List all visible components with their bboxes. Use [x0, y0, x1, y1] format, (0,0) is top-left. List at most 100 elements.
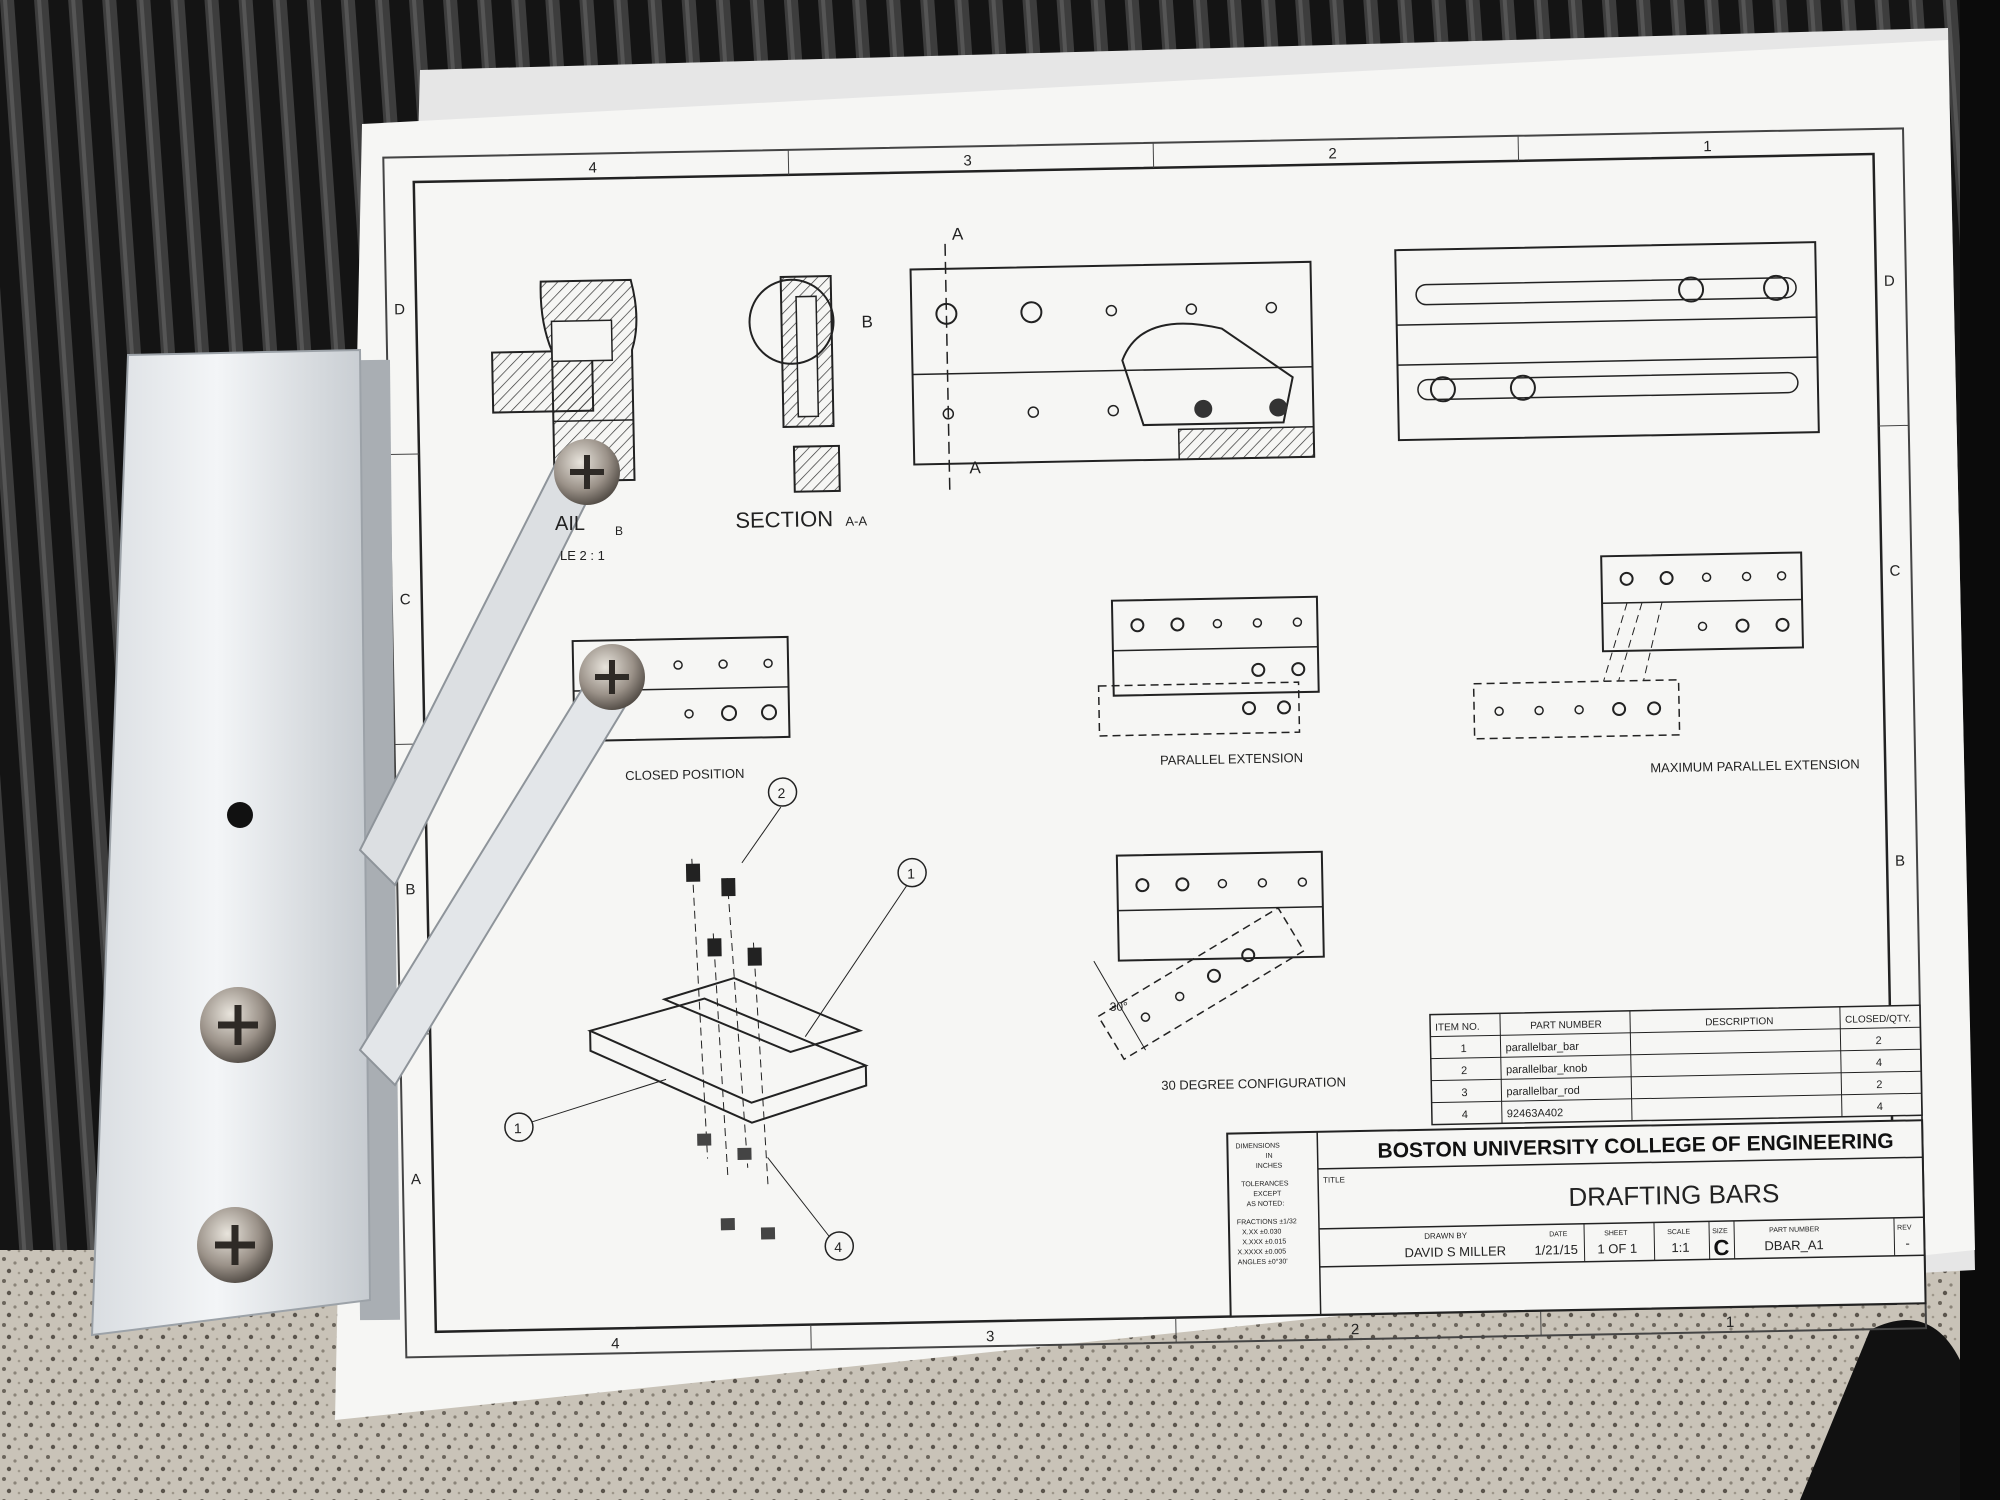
tb-dims-10: ANGLES ±0°30': [1238, 1257, 1288, 1266]
tb-title: DRAFTING BARS: [1568, 1178, 1779, 1212]
tb-scale: 1:1: [1671, 1240, 1689, 1255]
detail-b-view: [491, 278, 638, 483]
parallel-extension-view: PARALLEL EXTENSION: [1097, 595, 1320, 768]
bom-row-part: parallelbar_knob: [1506, 1063, 1588, 1077]
fixture-base-plate: [90, 348, 372, 1337]
balloon-1b: [504, 1112, 534, 1142]
max-parallel-extension-label: MAXIMUM PARALLEL EXTENSION: [1650, 756, 1860, 775]
bom-row-qty: 4: [1877, 1101, 1883, 1113]
balloon-1a-text: 1: [907, 866, 915, 882]
detail-sub: B: [615, 524, 623, 538]
zone-top-3: 3: [963, 152, 972, 169]
balloon-1b-text: 1: [514, 1120, 522, 1136]
plan-view: A A: [909, 224, 1316, 494]
table-edge: [1960, 0, 2000, 1500]
section-aa-view: B SECTION A-A: [735, 275, 873, 533]
tb-dims-9: X.XXXX ±0.005: [1237, 1248, 1286, 1256]
zone-bottom-1: 1: [1726, 1314, 1735, 1331]
zone-left-a: A: [411, 1171, 421, 1188]
max-parallel-extension-view: MAXIMUM PARALLEL EXTENSION: [1472, 551, 1860, 775]
balloon-2-text: 2: [777, 785, 785, 801]
phillips-cross-icon: [570, 455, 604, 489]
bom-header-part: PART NUMBER: [1530, 1019, 1602, 1031]
tb-size: C: [1713, 1235, 1729, 1260]
closed-position-label: CLOSED POSITION: [625, 766, 744, 783]
tb-drawn-by: DAVID S MILLER: [1404, 1243, 1506, 1260]
zone-right-d: D: [1884, 273, 1895, 290]
phillips-cross-icon: [218, 1005, 258, 1045]
bom-row-item: 1: [1460, 1043, 1466, 1055]
bom-row-item: 3: [1461, 1087, 1467, 1099]
zone-top-2: 2: [1328, 145, 1337, 162]
zone-top-4: 4: [588, 160, 597, 177]
linkage-view: [1394, 241, 1820, 442]
balloon-2: [767, 777, 798, 807]
tb-dims-1: IN: [1266, 1153, 1273, 1160]
tb-sheet-label: SHEET: [1604, 1230, 1628, 1237]
bom-table: ITEM NO. PART NUMBER DESCRIPTION CLOSED/…: [1429, 1004, 1923, 1126]
tb-drawn-by-label: DRAWN BY: [1424, 1231, 1468, 1241]
zone-left-d: D: [394, 301, 405, 318]
cut-a-bottom: A: [969, 458, 981, 477]
balloon-4-text: 4: [834, 1239, 842, 1255]
angle-label: 30°: [1110, 999, 1129, 1013]
tb-dims-2: INCHES: [1256, 1163, 1283, 1171]
tb-date: 1/21/15: [1534, 1242, 1578, 1258]
zone-bottom-2: 2: [1351, 1321, 1360, 1338]
bom-header-qty: CLOSED/QTY.: [1845, 1013, 1911, 1025]
title-block: DIMENSIONS IN INCHES TOLERANCES EXCEPT A…: [1226, 1119, 1927, 1318]
detail-scale: LE 2 : 1: [560, 548, 605, 563]
thirty-degree-view: 30° 30 DEGREE CONFIGURATION: [1093, 850, 1346, 1093]
tb-dims-4: EXCEPT: [1253, 1191, 1282, 1199]
detail-label: AIL: [555, 513, 585, 535]
zone-right-c: C: [1889, 563, 1900, 580]
tb-dims-0: DIMENSIONS: [1235, 1143, 1280, 1151]
tb-dims-5: AS NOTED:: [1246, 1201, 1284, 1209]
tb-pn-label: PART NUMBER: [1769, 1226, 1819, 1234]
bom-header-item: ITEM NO.: [1435, 1022, 1480, 1034]
detail-b-callout: B: [861, 312, 873, 331]
tb-title-label: TITLE: [1323, 1175, 1345, 1184]
thirty-degree-label: 30 DEGREE CONFIGURATION: [1161, 1074, 1346, 1093]
phillips-cross-icon: [215, 1225, 255, 1265]
zone-left-b: B: [405, 881, 415, 898]
tb-size-label: SIZE: [1712, 1228, 1728, 1235]
cut-a-top: A: [952, 224, 964, 243]
bom-row-item: 2: [1461, 1065, 1467, 1077]
tb-dims-8: X.XXX ±0.015: [1242, 1238, 1286, 1246]
exploded-view: 2 1 1 4: [504, 777, 927, 1261]
bom-row-part: parallelbar_bar: [1505, 1041, 1579, 1054]
parallel-extension-label: PARALLEL EXTENSION: [1160, 750, 1303, 768]
tb-dims-7: X.XX ±0.030: [1242, 1229, 1281, 1237]
bom-row-part: 92463A402: [1507, 1107, 1564, 1120]
bom-row-qty: 2: [1875, 1035, 1881, 1047]
shoe: [1800, 1320, 2000, 1500]
section-label: SECTION: [735, 506, 833, 533]
balloon-1a: [897, 857, 927, 888]
aluminum-fixture: [90, 348, 645, 1337]
tb-scale-label: SCALE: [1667, 1229, 1690, 1236]
bom-row-qty: 4: [1876, 1057, 1882, 1069]
phillips-cross-icon: [595, 660, 629, 694]
tb-dims-3: TOLERANCES: [1241, 1180, 1289, 1188]
tb-pn: DBAR_A1: [1764, 1237, 1824, 1253]
outer-border: [382, 127, 1928, 1359]
zone-top-1: 1: [1703, 138, 1712, 155]
zone-right-b: B: [1895, 853, 1905, 870]
section-sub: A-A: [845, 513, 867, 528]
fixture-hole: [227, 802, 253, 828]
bom-row-part: parallelbar_rod: [1506, 1085, 1580, 1098]
drawing: 4 3 2 1 4 3 2 1 D C B A D C B A B SECTIO…: [382, 127, 1928, 1359]
tb-sheet: 1 OF 1: [1597, 1241, 1637, 1257]
balloon-4: [824, 1231, 855, 1261]
tb-date-label: DATE: [1549, 1231, 1568, 1238]
zone-left-c: C: [400, 591, 411, 608]
tb-dims-6: FRACTIONS ±1/32: [1237, 1218, 1297, 1226]
bom-header-desc: DESCRIPTION: [1705, 1016, 1774, 1028]
zone-bottom-4: 4: [611, 1335, 620, 1352]
bom-row-qty: 2: [1876, 1079, 1882, 1091]
tb-rev: -: [1905, 1236, 1910, 1251]
bom-row-item: 4: [1462, 1109, 1468, 1121]
